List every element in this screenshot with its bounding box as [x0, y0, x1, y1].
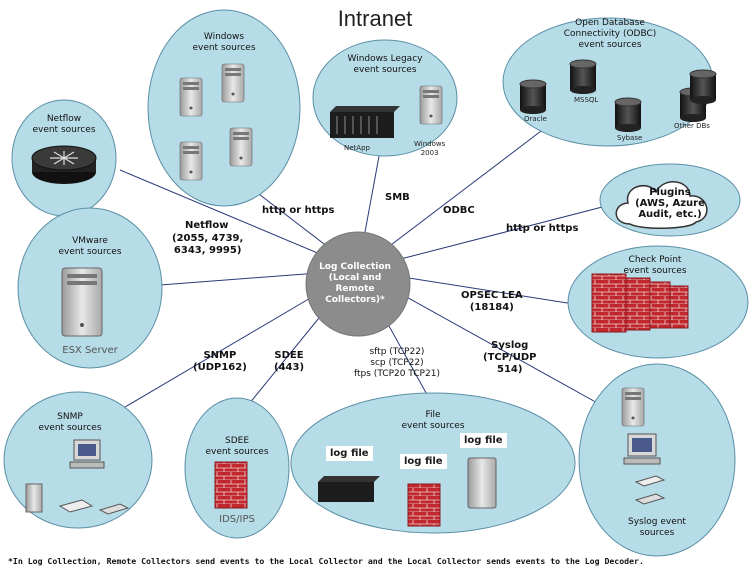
syslog-device-icons	[621, 387, 666, 505]
syslog-protocol-label: Syslog (TCP/UDP 514)	[483, 340, 537, 375]
netflow-sources-label: Netflow event sources	[32, 114, 96, 135]
checkpoint-firewall-icons	[591, 273, 689, 333]
odbc-label: ODBC	[443, 205, 475, 216]
windows-sources-label: Windows event sources	[192, 32, 256, 53]
esx-server-label: ESX Server	[62, 345, 118, 356]
snmp-protocol-label: SNMP (UDP162)	[193, 350, 247, 373]
log-file-label-2: log file	[400, 454, 447, 469]
ids-firewall-icon	[214, 461, 248, 509]
mssql-label: MSSQL	[574, 96, 599, 104]
sybase-label: Sybase	[617, 134, 643, 142]
checkpoint-sources-label: Check Point event sources	[623, 255, 687, 276]
sdee-protocol-label: SDEE (443)	[274, 350, 305, 373]
file-device-icons	[318, 457, 497, 527]
sdee-sources-label: SDEE event sources	[205, 436, 269, 457]
opsec-lea-label: OPSEC LEA (18184)	[461, 290, 523, 313]
netapp-label: NetApp	[344, 144, 370, 152]
other-dbs-label: Other DBs	[674, 122, 710, 130]
footnote: *In Log Collection, Remote Collectors se…	[8, 556, 644, 566]
router-icon	[31, 145, 97, 184]
vmware-sources-label: VMware event sources	[58, 236, 122, 257]
log-file-label-1: log file	[326, 446, 373, 461]
netflow-protocol-label: Netflow	[185, 220, 229, 231]
netflow-ports-label: (2055, 4739, 6343, 9995)	[172, 233, 244, 256]
log-collection-hub	[305, 231, 411, 337]
windows2003-label: Windows 2003	[414, 140, 446, 157]
snmp-sources-label: SNMP event sources	[38, 412, 102, 433]
odbc-sources-label: Open Database Connectivity (ODBC) event …	[563, 18, 657, 50]
http-https-label-left: http or https	[262, 205, 335, 216]
netapp-icon	[330, 106, 400, 138]
log-file-label-3: log file	[460, 433, 507, 448]
syslog-sources-label: Syslog event sources	[628, 517, 686, 538]
esx-server-icon	[61, 267, 103, 337]
file-sources-label: File event sources	[401, 410, 465, 431]
http-https-label-right: http or https	[506, 223, 579, 234]
cloud-icon	[615, 181, 708, 230]
oracle-label: Oracle	[524, 115, 547, 123]
log-collection-label: Log Collection (Local and Remote Collect…	[319, 262, 391, 305]
smb-label: SMB	[385, 192, 410, 203]
windows2003-server-icon	[419, 85, 443, 125]
diagram-title: Intranet	[337, 6, 413, 31]
plugins-label: Plugins (AWS, Azure Audit, etc.)	[635, 187, 705, 220]
file-transfer-protocols-label: sftp (TCP22) scp (TCP22) ftps (TCP20 TCP…	[354, 347, 440, 379]
snmp-device-icons	[25, 439, 130, 515]
windows-legacy-label: Windows Legacy event sources	[347, 54, 423, 75]
ids-ips-label: IDS/IPS	[219, 514, 255, 525]
